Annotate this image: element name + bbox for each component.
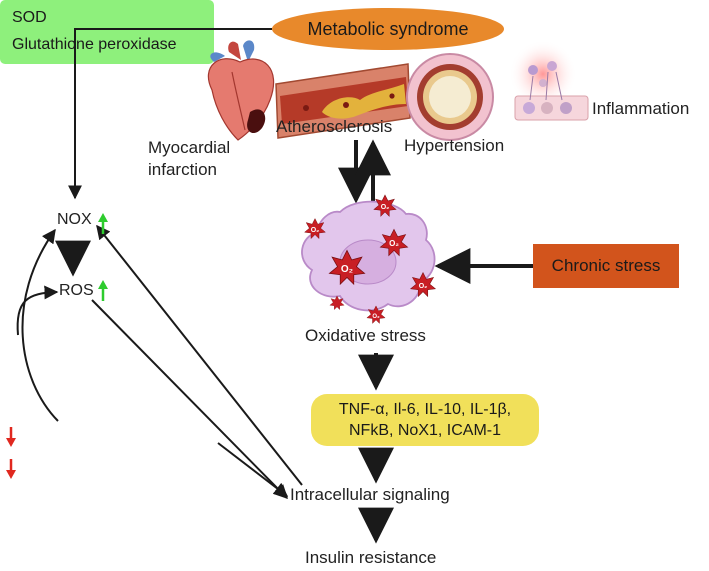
insulin-resistance-label: Insulin resistance [305,548,437,567]
antioxidants-node: SOD Glutathione peroxidase [0,0,214,64]
inflammation-cells-icon [509,40,589,121]
radical-label-6: O₂ [372,314,380,320]
hypertension-label: Hypertension [404,136,505,155]
ros-up-arrow [98,280,108,301]
radical-label-4: O₂ [311,227,320,234]
inflammation-label: Inflammation [592,99,690,118]
myocardial-infarction-label: Myocardial infarction [148,138,231,179]
intracellular-signaling-label: Intracellular signaling [290,485,450,504]
nox-up-arrow [98,213,108,234]
arrow-ros-to-signaling [91,299,288,499]
oxidative-stress-label: Oxidative stress [305,326,426,345]
ros-label: ROS [59,282,94,299]
nox-label: NOX [57,211,92,228]
artery-plaque-icon [275,63,411,139]
atherosclerosis-label: Atherosclerosis [276,117,393,136]
cytokines-node: TNF-α, Il-6, IL-10, IL-1β, NFkB, NoX1, I… [311,394,539,446]
arrow-metabolic-to-nox [68,28,272,200]
chronic-stress-label: Chronic stress [551,256,661,275]
metabolic-syndrome-label: Metabolic syndrome [307,18,469,39]
radical-label-5: O₂ [419,283,428,290]
cytokines-line-1: TNF-α, Il-6, IL-10, IL-1β, [338,401,512,418]
gpx-down-arrow [6,459,16,479]
sod-label: SOD [12,9,47,26]
radical-label-1: O₂ [341,264,353,275]
arrow-signaling-to-nox [96,224,303,486]
glutathione-peroxidase-label: Glutathione peroxidase [12,36,177,53]
cytokines-line-2: NFkB, NoX1, ICAM-1 [348,422,502,439]
arrow-antioxidant-to-signaling [217,442,289,497]
arrow-antioxidant-to-nox [21,228,59,422]
arrow-antioxidant-to-ros [16,285,59,336]
sod-down-arrow [6,427,16,447]
heart-icon [207,40,275,141]
metabolic-syndrome-node: Metabolic syndrome [272,8,504,50]
chronic-stress-node: Chronic stress [533,244,679,288]
radical-label-2: O₂ [389,239,399,248]
vessel-cross-section-icon [406,53,494,141]
radical-labels: O₂ O₂ O₂ O₂ O₂ O₂ [311,204,428,320]
cell-icon [301,200,436,312]
radical-label-3: O₂ [381,204,390,211]
